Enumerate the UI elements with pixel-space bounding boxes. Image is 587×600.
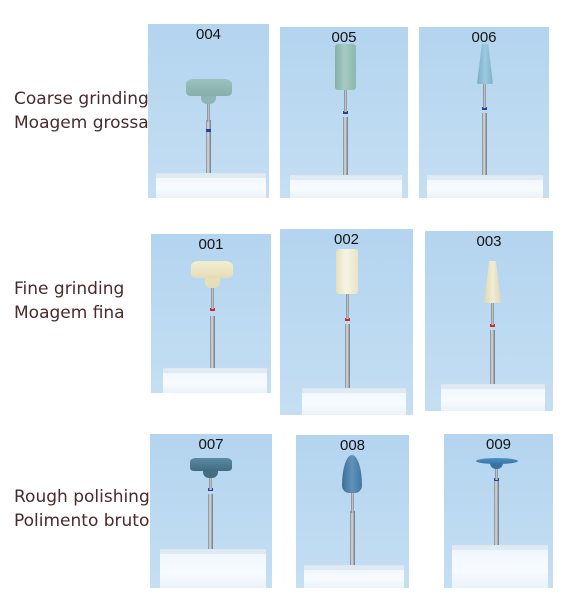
product-photo-006: 006 [419, 27, 549, 198]
color-band [345, 318, 350, 321]
row-label-fine-grinding: Fine grinding Moagem fina [14, 277, 125, 325]
product-photo-008: 008 [296, 435, 409, 588]
color-band [482, 107, 487, 110]
cylinder-head [335, 44, 356, 90]
grinding-wheel-bur [148, 24, 269, 198]
row-label-pt: Polimento bruto [14, 511, 150, 531]
color-band [490, 324, 495, 327]
product-photo-009: 009 [444, 434, 553, 588]
white-stand [304, 565, 404, 588]
row-label-en: Fine grinding [14, 279, 125, 299]
wheel-head [186, 79, 232, 96]
product-code: 009 [485, 436, 512, 453]
grinding-wheel-bur [151, 234, 271, 393]
product-photo-004: 004 [148, 24, 269, 198]
white-stand [427, 175, 543, 198]
white-stand [290, 175, 402, 198]
cylinder-bur [280, 27, 408, 198]
row-label-pt: Moagem grossa [14, 113, 149, 133]
product-photo-007: 007 [150, 434, 272, 588]
product-code: 003 [476, 233, 502, 250]
row-label-en: Coarse grinding [14, 89, 149, 109]
product-code: 004 [195, 26, 222, 43]
cone-bur [419, 27, 549, 198]
product-code: 008 [339, 437, 366, 454]
polishing-wheel-bur [150, 434, 272, 588]
cone-head [484, 261, 501, 303]
row-label-rough-polishing: Rough polishing Polimento bruto [14, 485, 150, 533]
white-stand [302, 388, 406, 415]
cylinder-head [336, 249, 358, 294]
color-band [206, 129, 211, 132]
row-label-coarse-grinding: Coarse grinding Moagem grossa [14, 87, 149, 135]
color-band [343, 111, 348, 114]
product-photo-001: 001 [151, 234, 271, 393]
wheel-head [191, 261, 233, 278]
disc-bur [444, 434, 553, 588]
product-code: 006 [471, 29, 497, 46]
row-label-pt: Moagem fina [14, 303, 125, 323]
product-photo-005: 005 [280, 27, 408, 198]
product-code: 001 [198, 236, 224, 253]
row-label-en: Rough polishing [14, 487, 150, 507]
cone-head [477, 44, 493, 84]
disc-head [476, 458, 518, 464]
product-photo-003: 003 [425, 231, 553, 411]
white-stand [156, 173, 266, 198]
white-stand [163, 368, 267, 393]
product-code: 002 [333, 231, 360, 248]
product-code: 007 [198, 436, 224, 453]
cone-bur [425, 231, 553, 411]
product-photo-002: 002 [280, 229, 413, 415]
flame-bur [296, 435, 409, 588]
white-stand [441, 384, 545, 411]
wheel-head [190, 458, 232, 471]
color-band [210, 308, 215, 311]
flame-head [342, 455, 362, 493]
white-stand [160, 549, 266, 588]
cylinder-bur [280, 229, 413, 415]
white-stand [452, 545, 548, 588]
product-code: 005 [331, 29, 357, 46]
